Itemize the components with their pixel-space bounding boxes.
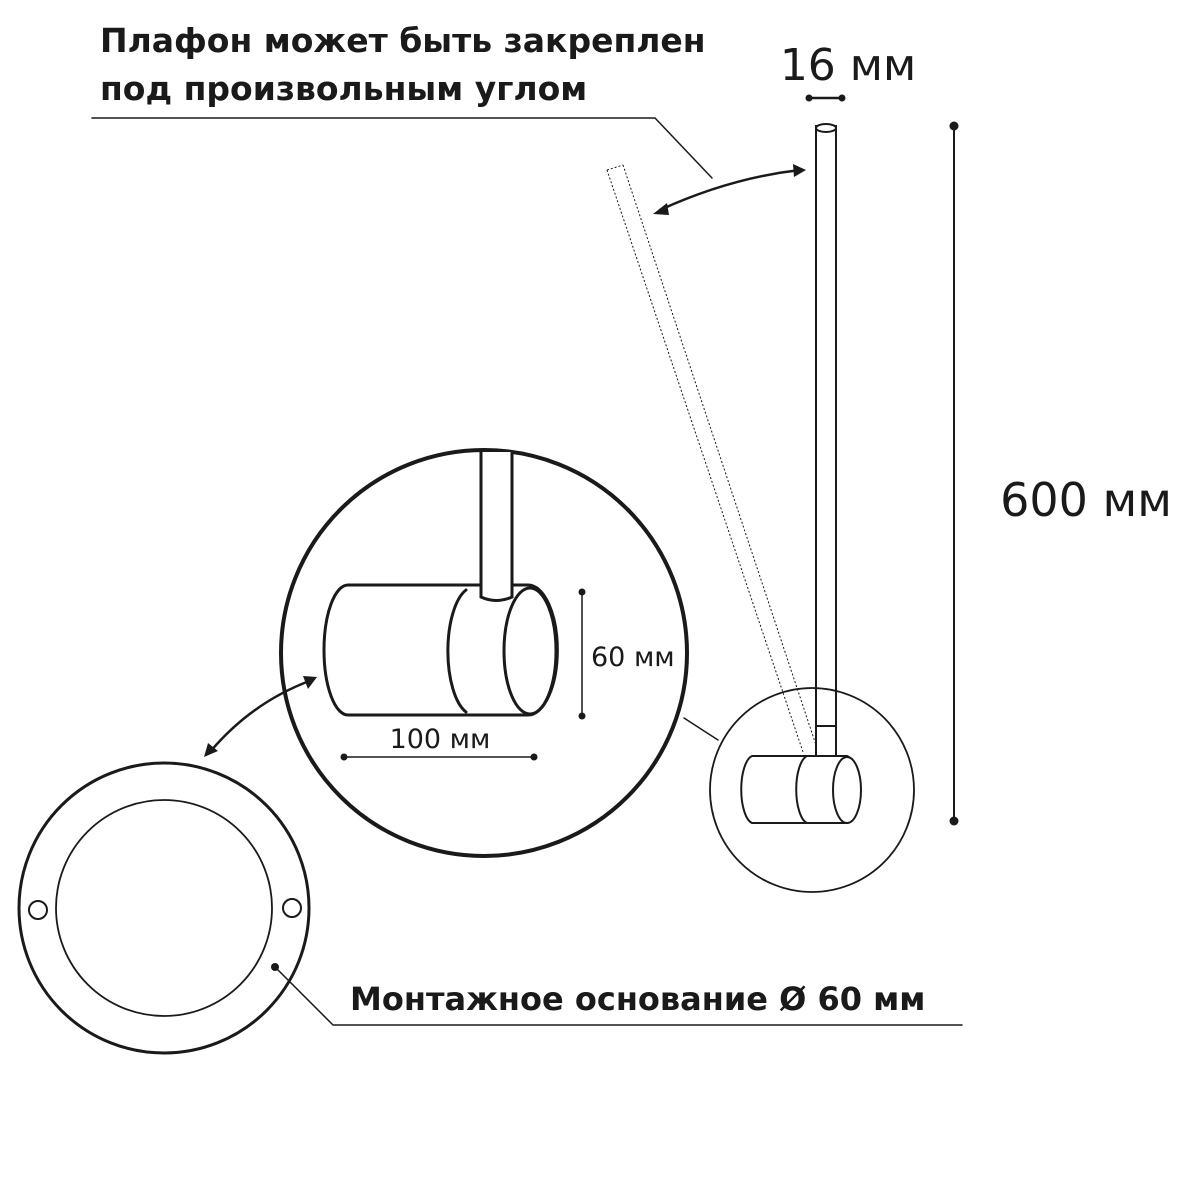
mounting-base xyxy=(17,761,311,1055)
tilted-shade-ghost xyxy=(606,164,818,753)
mounting-hole-right xyxy=(282,898,302,918)
holder-detail xyxy=(322,452,559,717)
holder-small-circle xyxy=(709,687,915,893)
main-tube xyxy=(815,123,837,763)
holder-length-dimension xyxy=(340,753,538,761)
shade-angle-note-line1: Плафон может быть закреплен xyxy=(100,21,706,60)
base-to-detail-arrow xyxy=(204,676,317,757)
holder-height-dimension xyxy=(578,588,586,720)
zoom-connector-line xyxy=(683,717,719,741)
mounting-hole-left xyxy=(28,900,48,920)
tube-diameter-label: 16 мм xyxy=(780,40,916,91)
zoom-detail-circle xyxy=(279,448,689,858)
holder-small xyxy=(740,725,862,824)
length-dimension-line xyxy=(949,121,959,826)
tube-diameter-dimension xyxy=(805,94,846,102)
rotation-angle-arrow xyxy=(653,164,806,215)
mounting-base-note: Монтажное основание Ø 60 мм xyxy=(350,980,925,1018)
shade-angle-note-line2: под произвольным углом xyxy=(100,69,587,108)
shade-note-leader-line xyxy=(91,117,713,179)
holder-length-label: 100 мм xyxy=(390,724,491,755)
base-leader-line xyxy=(275,967,963,1026)
holder-height-label: 60 мм xyxy=(591,642,675,673)
length-label: 600 мм xyxy=(1000,473,1172,527)
